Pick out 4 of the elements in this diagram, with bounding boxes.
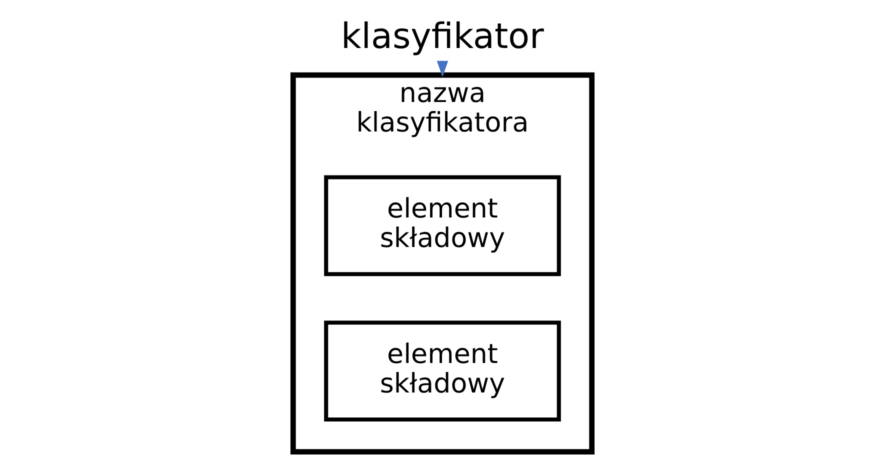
node-box: element składowy xyxy=(324,174,560,276)
node-text: klasyfikator xyxy=(340,16,544,56)
node-box: element składowy xyxy=(324,320,560,421)
arrow xyxy=(436,60,448,77)
